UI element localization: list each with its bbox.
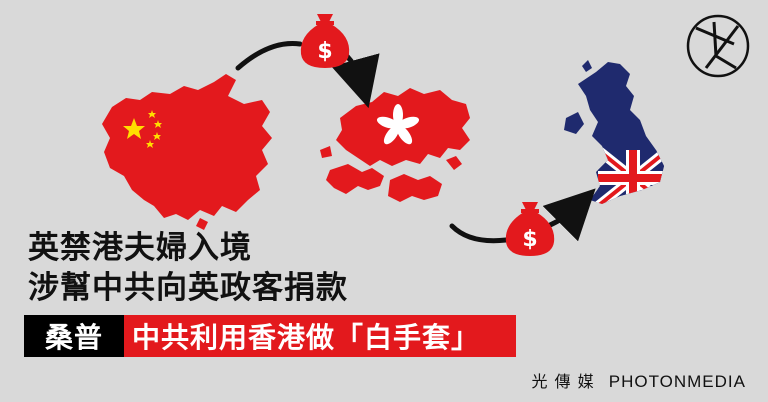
money-bag-icon <box>505 202 555 256</box>
money-bag-icon <box>300 14 350 68</box>
money-symbol: $ <box>522 227 537 252</box>
headline-line-1: 英禁港夫婦入境 <box>28 230 252 266</box>
money-symbol: $ <box>317 39 332 64</box>
name-label-banner: 桑普 <box>24 315 124 357</box>
brand-signature: 光 傳 媒 PHOTONMEDIA <box>531 368 746 392</box>
brand-english: PHOTONMEDIA <box>608 372 746 391</box>
name-label-text: 桑普 <box>44 321 103 354</box>
arrow-icon <box>542 188 596 242</box>
hong-kong-map-icon <box>320 88 470 202</box>
subtitle-text: 中共利用香港做「白手套」 <box>132 321 481 354</box>
china-map-icon <box>102 74 272 230</box>
uk-map-icon <box>564 60 664 204</box>
subtitle-banner: 中共利用香港做「白手套」 <box>96 315 516 357</box>
brand-chinese: 光 傳 媒 <box>531 372 595 391</box>
photon-logo-icon <box>686 14 750 78</box>
arrow-icon <box>449 223 509 244</box>
arrow-icon <box>235 41 303 71</box>
headline-line-2: 涉幫中共向英政客捐款 <box>28 270 348 306</box>
